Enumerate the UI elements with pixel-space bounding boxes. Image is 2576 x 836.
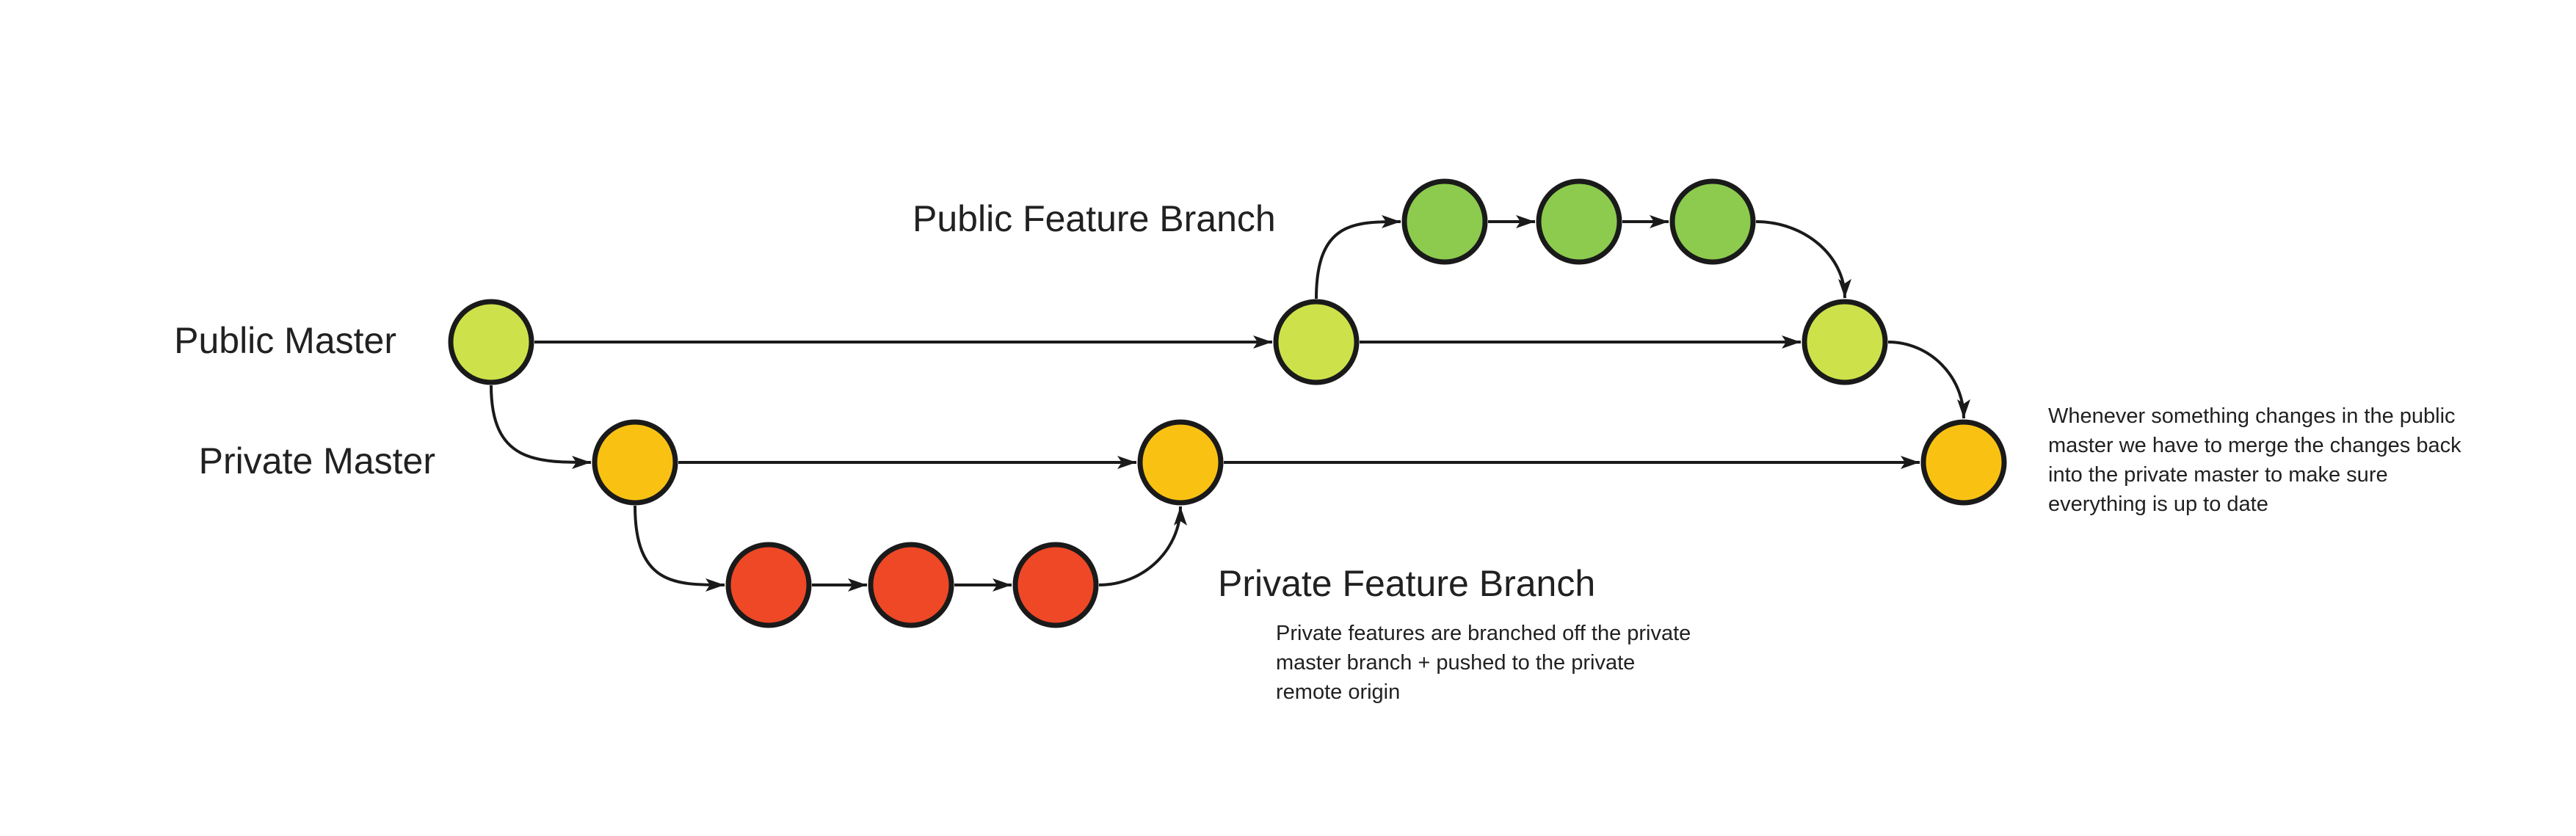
private-feature-branch-label: Private Feature Branch — [1218, 563, 1596, 605]
edge-private-master-1-to-private-feature-1 — [634, 505, 725, 592]
commit-node-public-master-3 — [1802, 299, 1888, 385]
edge-private-feature-3-to-private-master-2 — [1098, 506, 1187, 586]
commit-node-public-feature-2 — [1536, 178, 1622, 265]
edge-public-master-3-to-private-master-3 — [1887, 341, 1970, 419]
commit-node-public-feature-1 — [1401, 178, 1488, 265]
commit-node-private-master-1 — [592, 419, 678, 506]
public-master-branch-label: Public Master — [174, 320, 396, 362]
commit-nodes-layer — [448, 178, 2007, 628]
private-feature-annotation: Private features are branched off the pr… — [1276, 622, 1691, 704]
commit-node-private-master-3 — [1920, 419, 2007, 506]
commit-node-private-master-2 — [1137, 419, 1224, 506]
commit-node-private-feature-1 — [725, 542, 812, 628]
commit-node-public-feature-3 — [1669, 178, 1756, 265]
commit-node-private-feature-3 — [1012, 542, 1099, 628]
commit-node-public-master-1 — [448, 299, 534, 385]
merge-back-annotation: Whenever something changes in the public… — [2048, 404, 2461, 516]
public-feature-branch-label: Public Feature Branch — [913, 198, 1276, 240]
edge-public-feature-3-to-public-master-3 — [1755, 220, 1851, 299]
commit-edges-layer — [490, 215, 1970, 592]
commit-node-public-master-2 — [1273, 299, 1360, 385]
edge-public-master-1-to-private-master-1 — [490, 385, 592, 469]
commit-node-private-feature-2 — [868, 542, 954, 628]
edge-public-master-2-to-public-feature-1 — [1315, 215, 1401, 299]
private-master-branch-label: Private Master — [198, 440, 435, 482]
